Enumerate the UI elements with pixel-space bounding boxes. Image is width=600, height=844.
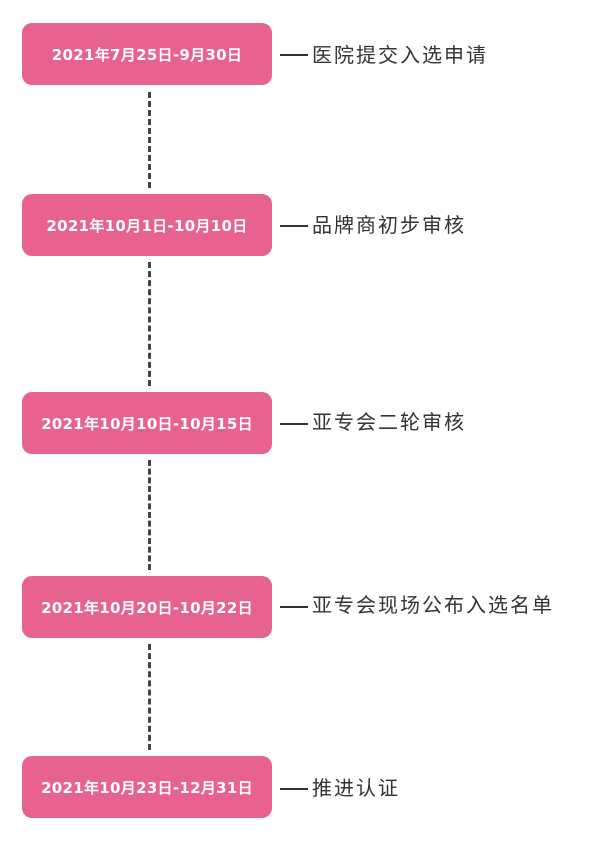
step-dash bbox=[280, 423, 308, 425]
step-date-box: 2021年10月23日-12月31日 bbox=[22, 756, 272, 818]
step-dash bbox=[280, 788, 308, 790]
step-date-box: 2021年7月25日-9月30日 bbox=[22, 23, 272, 85]
step-label: 推进认证 bbox=[312, 776, 400, 800]
step-date-box: 2021年10月1日-10月10日 bbox=[22, 194, 272, 256]
step-dash bbox=[280, 606, 308, 608]
step-dash bbox=[280, 54, 308, 56]
timeline-connector bbox=[148, 92, 151, 188]
step-label: 医院提交入选申请 bbox=[312, 43, 488, 67]
timeline-connector bbox=[148, 644, 151, 750]
step-label: 亚专会现场公布入选名单 bbox=[312, 593, 554, 617]
timeline-connector bbox=[148, 460, 151, 570]
timeline-connector bbox=[148, 262, 151, 386]
step-label: 亚专会二轮审核 bbox=[312, 410, 466, 434]
step-label: 品牌商初步审核 bbox=[312, 213, 466, 237]
step-date-box: 2021年10月20日-10月22日 bbox=[22, 576, 272, 638]
step-date-box: 2021年10月10日-10月15日 bbox=[22, 392, 272, 454]
step-dash bbox=[280, 225, 308, 227]
